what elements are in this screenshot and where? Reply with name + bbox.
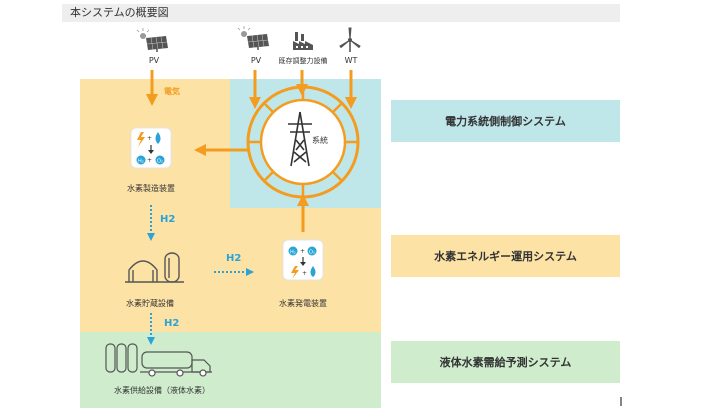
solar-panel-icon-right bbox=[237, 26, 269, 50]
energy-operation-system: 水素エネルギー運用システム bbox=[391, 235, 620, 277]
storage-tanks-icon bbox=[125, 252, 184, 283]
svg-text:H₂: H₂ bbox=[290, 250, 296, 256]
hydrogen-zone-lower bbox=[80, 208, 381, 332]
solar-panel-icon-left bbox=[136, 28, 168, 52]
grid-label: 系統 bbox=[312, 136, 328, 145]
supply-label: 水素供給設備（液体水素） bbox=[114, 386, 210, 395]
svg-text:+: + bbox=[300, 248, 305, 255]
electrolyzer-label: 水素製造装置 bbox=[127, 184, 175, 193]
pv-label-right: PV bbox=[250, 56, 262, 65]
svg-text:O₂: O₂ bbox=[309, 250, 315, 256]
storage-label: 水素貯蔵設備 bbox=[126, 299, 174, 308]
electricity-label: 電気 bbox=[164, 87, 180, 96]
pv-label-left: PV bbox=[148, 56, 160, 65]
h2-label-c: H2 bbox=[164, 318, 180, 329]
svg-text:+: + bbox=[147, 157, 152, 164]
h2-label-a: H2 bbox=[160, 214, 176, 225]
svg-text:+: + bbox=[302, 270, 307, 277]
fuel-cell-icon: H₂ + O₂ + bbox=[282, 239, 324, 281]
transmission-tower-icon bbox=[288, 111, 312, 167]
wind-turbine-icon bbox=[339, 27, 361, 52]
electrolyzer-icon: + H₂ + O₂ bbox=[130, 127, 172, 169]
h2-label-b: H2 bbox=[226, 253, 242, 264]
supply-truck-icon bbox=[105, 343, 212, 377]
diagram-title: 本システムの概要図 bbox=[70, 6, 169, 19]
svg-text:O₂: O₂ bbox=[157, 159, 163, 165]
title-bar bbox=[62, 4, 620, 22]
factory-icon bbox=[293, 32, 313, 50]
existing-equipment-label: 既存調整力設備 bbox=[278, 57, 328, 65]
power-control-system: 電力系統側制御システム bbox=[391, 100, 620, 142]
svg-text:H₂: H₂ bbox=[138, 159, 144, 165]
demand-forecast-system: 液体水素需給予測システム bbox=[391, 341, 620, 383]
wt-label: WT bbox=[344, 56, 358, 65]
fuel-cell-label: 水素発電装置 bbox=[279, 299, 327, 308]
svg-text:+: + bbox=[147, 135, 152, 142]
